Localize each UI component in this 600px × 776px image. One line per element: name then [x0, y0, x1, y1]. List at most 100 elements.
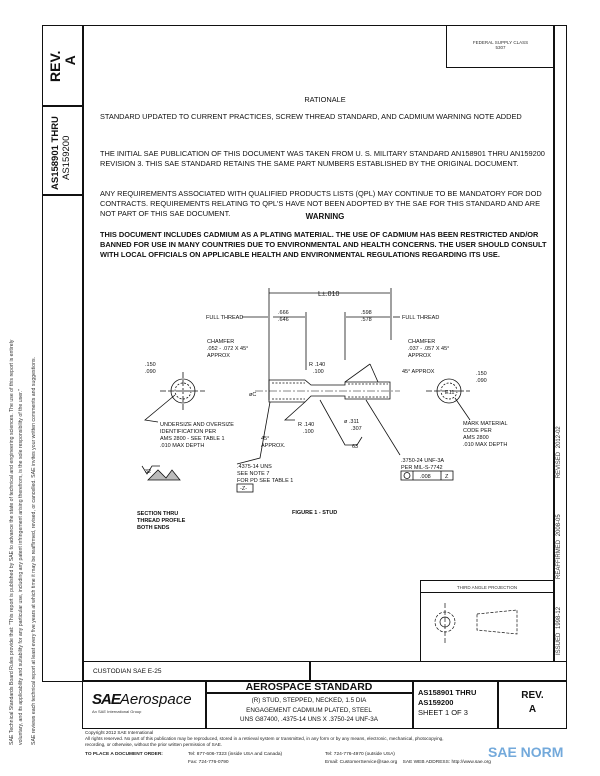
thread-left: FOR PD SEE TABLE 1	[237, 478, 293, 484]
mark-note: .010 MAX DEPTH	[463, 442, 507, 448]
supply-class-label: FEDERAL SUPPLY CLASS	[472, 40, 529, 45]
thread-right: .3750-24 UNF-3A	[401, 458, 444, 464]
section-note: THREAD PROFILE	[137, 518, 186, 524]
divider	[412, 680, 414, 729]
custodian: CUSTODIAN SAE E-25	[93, 668, 162, 675]
chamfer-right: APPROX	[408, 353, 431, 359]
sheet-number: SHEET 1 OF 3	[418, 708, 468, 717]
angle-left: APPROX.	[261, 443, 286, 449]
doc-number: AS158901 THRU	[418, 688, 477, 697]
section-note: BOTH ENDS	[137, 525, 170, 531]
dim: .578	[361, 317, 372, 323]
title-block	[82, 680, 567, 729]
divider	[309, 661, 311, 682]
tel-outside: Tel: 724-776-4970 (outside USA)	[325, 752, 395, 757]
rights-text: All rights reserved. No part of this pub…	[85, 736, 444, 741]
chamfer-right: CHAMFER	[408, 339, 435, 345]
sae-aerospace-logo: SAEAerospace An SAE International Group	[92, 691, 192, 714]
full-thread-left: FULL THREAD	[206, 315, 243, 321]
rev-label: REV.	[521, 690, 544, 701]
projection-label: THIRD ANGLE PROJECTION	[421, 585, 553, 593]
rationale-paragraph: THE INITIAL SAE PUBLICATION OF THIS DOCU…	[100, 149, 545, 168]
desc-line: (R) STUD, STEPPED, NECKED, 1.5 DIA	[251, 697, 367, 704]
angle-right: 45° APPROX	[402, 369, 435, 375]
divider	[42, 105, 82, 107]
mark-note: MARK MATERIAL	[463, 421, 508, 427]
dia-c: øC	[249, 392, 256, 398]
thread-left: SEE NOTE 7	[237, 471, 269, 477]
email[interactable]: Email: CustomerService@sae.org	[325, 760, 398, 765]
projection-box: THIRD ANGLE PROJECTION	[420, 580, 553, 662]
logo-bold: SAE	[92, 691, 121, 708]
order-label: TO PLACE A DOCUMENT ORDER:	[85, 752, 163, 757]
radius-top: R .140	[309, 362, 325, 368]
chamfer-left: .052 - .072 X 45°	[207, 346, 248, 352]
desc-line: ENGAGEMENT CADMIUM PLATED, STEEL	[246, 706, 372, 714]
rationale-heading: RATIONALE	[304, 95, 346, 104]
frame-divider	[553, 25, 555, 662]
chamfer-left: CHAMFER	[207, 339, 234, 345]
doc-number-block: AS158901 THRU AS159200 SHEET 1 OF 3	[418, 688, 476, 718]
desc-line: UNS G87400, .4375-14 UNS X .3750-24 UNF-…	[240, 716, 378, 723]
chamfer-right: .037 - .057 X 45°	[408, 346, 449, 352]
thread-left: .4375-14 UNS	[237, 464, 272, 470]
third-angle-projection-icon	[434, 603, 518, 643]
chamfer-left: APPROX	[207, 353, 230, 359]
warning-heading: WARNING	[305, 212, 345, 221]
radius-bottom: .100	[303, 429, 314, 435]
supply-class-box: FEDERAL SUPPLY CLASS 5307	[446, 25, 554, 68]
divider	[497, 680, 499, 729]
end-dim: .150	[476, 371, 487, 377]
title-heading: AEROSPACE STANDARD	[245, 681, 373, 693]
full-thread-right: FULL THREAD	[402, 315, 439, 321]
tolerance-datum: Z	[445, 474, 449, 480]
title-description: (R) STUD, STEPPED, NECKED, 1.5 DIA ENGAG…	[205, 696, 413, 725]
doc-number: AS159200	[418, 698, 454, 707]
undersize-note: IDENTIFICATION PER	[160, 429, 216, 435]
divider	[205, 680, 207, 729]
rights-text: recording, or otherwise, without the pri…	[85, 742, 223, 747]
finish-63: 63	[352, 444, 358, 450]
datum-z: -Z-	[240, 486, 247, 492]
rev-value: A	[528, 704, 537, 715]
neck-dia: .307	[351, 426, 362, 432]
angle-left: 45°	[261, 436, 269, 442]
supply-class-value: 5307	[495, 45, 506, 50]
rev-block: REV. A	[498, 689, 567, 717]
end-dim: .150	[145, 362, 156, 368]
end-mark: E11	[445, 390, 454, 396]
end-dim: .090	[476, 378, 487, 384]
mark-note: CODE PER	[463, 428, 492, 434]
watermark: SAE NORM	[488, 744, 564, 760]
footer: Copyright 2012 SAE International All rig…	[85, 730, 443, 748]
undersize-note: AMS 2800 - SEE TABLE 1	[160, 436, 225, 442]
divider	[42, 194, 82, 196]
radius-top: .100	[313, 369, 324, 375]
radius-bottom: R .140	[298, 422, 314, 428]
tel-us: Tel: 877-606-7323 (inside USA and Canada…	[188, 752, 283, 757]
order-contacts: Tel: 877-606-7323 (inside USA and Canada…	[188, 751, 282, 767]
thread-right: PER MIL-S-7742	[401, 465, 443, 471]
dim: .646	[278, 317, 289, 323]
dim: .598	[361, 310, 372, 316]
figure-caption: FIGURE 1 - STUD	[292, 510, 337, 516]
divider	[205, 692, 413, 694]
frame-divider	[82, 25, 84, 682]
length-dim: L±.010	[318, 291, 339, 298]
section-note: SECTION THRU	[137, 511, 178, 517]
warning-text: THIS DOCUMENT INCLUDES CADMIUM AS A PLAT…	[100, 230, 547, 259]
web-address[interactable]: SAE WEB ADDRESS: http://www.sae.org	[402, 760, 491, 765]
rationale-paragraph: STANDARD UPDATED TO CURRENT PRACTICES, S…	[100, 112, 522, 121]
rationale-paragraph: ANY REQUIREMENTS ASSOCIATED WITH QUALIFI…	[100, 189, 542, 218]
logo-sub: An SAE International Group	[92, 709, 142, 714]
copyright: Copyright 2012 SAE International	[85, 730, 154, 735]
undersize-note: UNDERSIZE AND OVERSIZE	[160, 422, 234, 428]
fax: Fax: 724-776-0790	[188, 760, 229, 765]
undersize-note: .010 MAX DEPTH	[160, 443, 204, 449]
mark-note: AMS 2800	[463, 435, 489, 441]
custodian-row	[82, 661, 567, 682]
end-dim: .090	[145, 369, 156, 375]
neck-dia: ø .311	[344, 419, 359, 425]
